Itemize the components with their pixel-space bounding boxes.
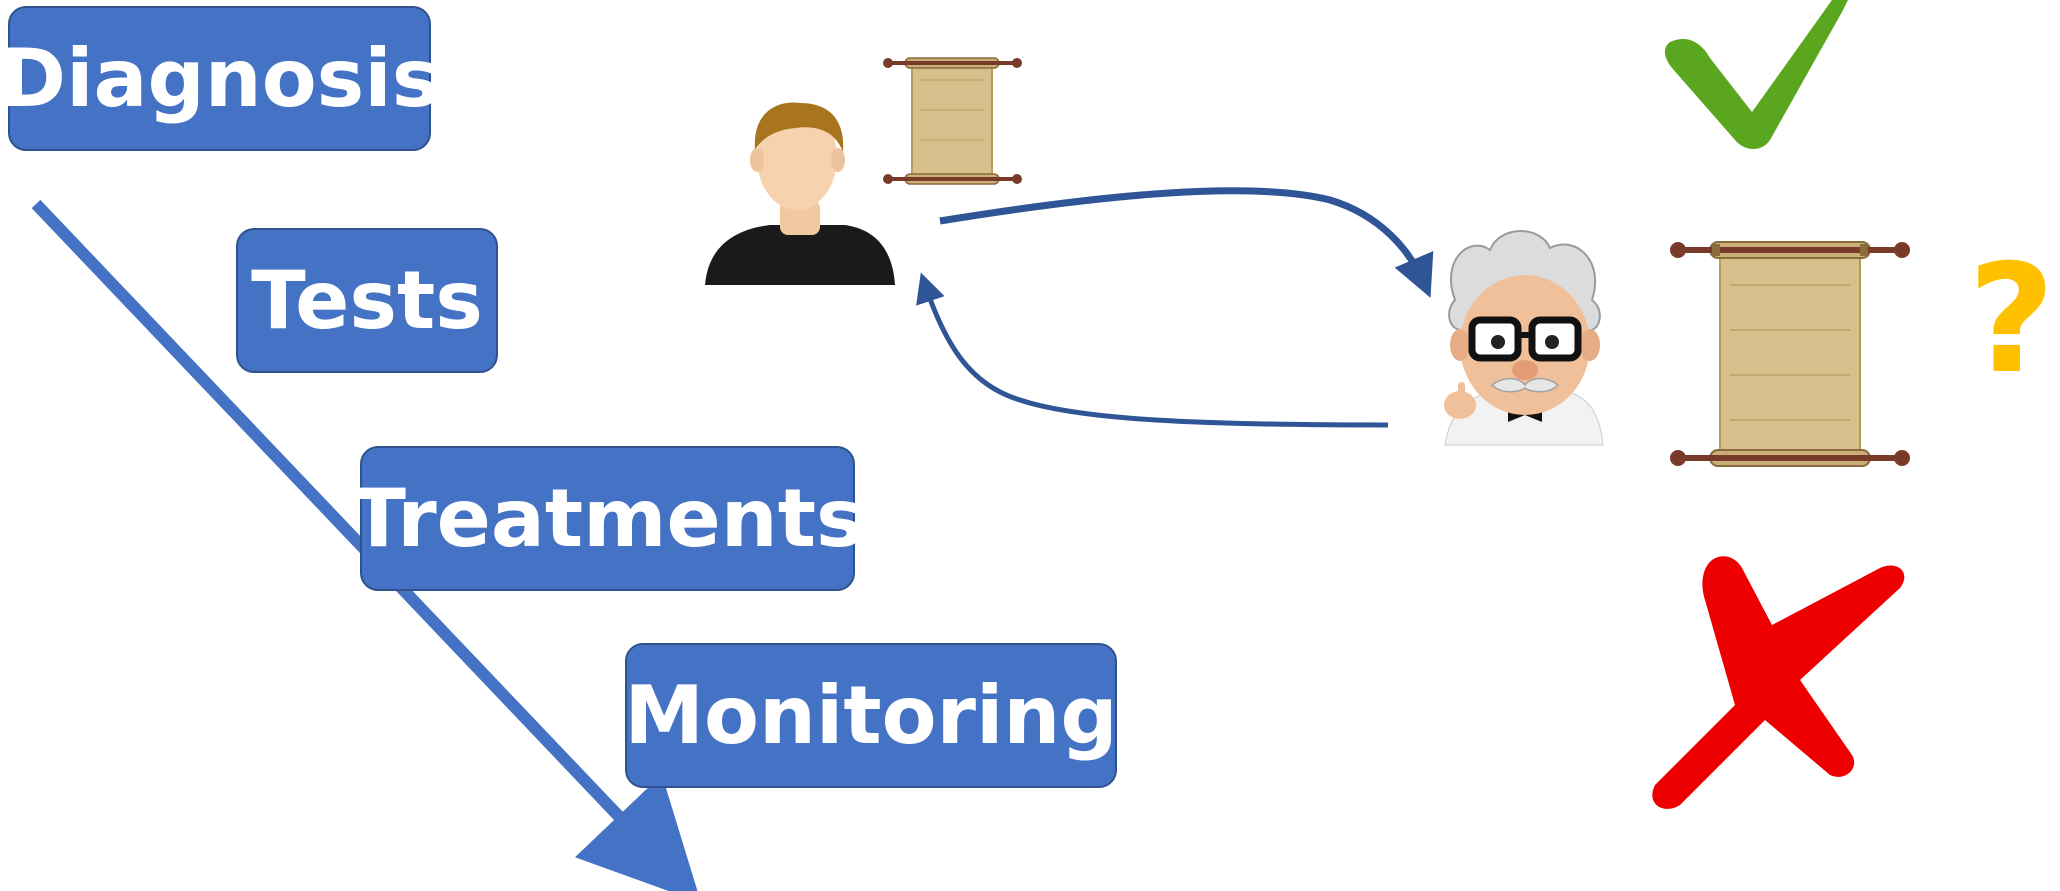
step-diagnosis-box: Diagnosis	[0, 6, 439, 151]
consult-arrow	[939, 187, 1434, 298]
step-monitoring-box: Monitoring	[624, 643, 1118, 788]
scroll-large	[1670, 241, 1910, 467]
cross-mark-icon	[1652, 556, 1905, 809]
patient-icon	[705, 102, 895, 285]
step-tests-box: Tests	[236, 228, 498, 373]
step-treatments-box: Treatments	[351, 446, 864, 591]
step-treatments-label: Treatments	[351, 471, 864, 565]
return-arrow	[916, 272, 1389, 428]
step-tests-label: Tests	[251, 253, 483, 347]
doctor-icon	[1444, 230, 1604, 446]
step-monitoring-label: Monitoring	[624, 668, 1118, 762]
check-mark-icon	[1664, 0, 1848, 149]
step-diagnosis-label: Diagnosis	[0, 31, 440, 125]
question-mark: ?	[1968, 233, 2056, 407]
timeline-arrow	[31, 199, 702, 891]
scroll-small	[883, 57, 1022, 185]
